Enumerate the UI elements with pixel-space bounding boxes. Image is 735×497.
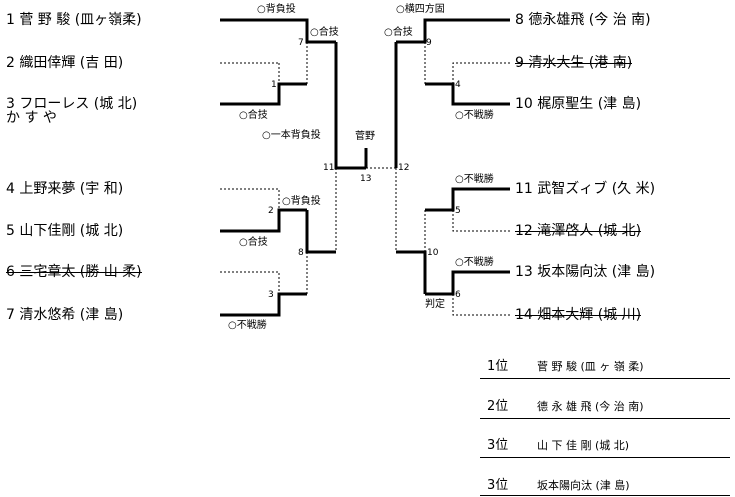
result-note: ○背負投 — [257, 4, 296, 15]
match-number: 3 — [268, 290, 274, 300]
result-note: ○横四方固 — [396, 4, 445, 15]
ranking-name: 山 下 佳 剛 (城 北) — [537, 439, 630, 452]
ranking-label: 3位 — [487, 438, 509, 453]
line-p4 — [220, 188, 280, 210]
ranking-name: 德 永 雄 飛 (今 治 南) — [537, 400, 644, 413]
result-note: ○一本背負投 — [262, 130, 321, 141]
result-note: ○合技 — [239, 110, 268, 121]
player-13: 13 坂本陽向汰 (津 島) — [515, 264, 656, 280]
ranking-underline — [480, 495, 730, 496]
match11-win — [334, 42, 366, 170]
match-number: 4 — [455, 80, 461, 90]
ranking-underline — [480, 418, 730, 419]
match-number: 8 — [298, 248, 304, 258]
match-number: 10 — [427, 248, 439, 258]
player-6: 6 三宅章太 (勝 山 柔) — [6, 264, 142, 280]
ranking-label: 2位 — [487, 399, 509, 414]
result-note: ○合技 — [310, 27, 339, 38]
player-14: 14 畑本大輝 (城 川) — [515, 307, 642, 323]
match-number: 11 — [323, 163, 335, 173]
match-number: 12 — [398, 163, 410, 173]
ranking-label: 1位 — [487, 359, 509, 374]
line-p14 — [452, 294, 510, 316]
ranking-name: 坂本陽向汰 (津 島) — [537, 479, 630, 492]
match-number: 6 — [455, 290, 461, 300]
player-1: 1 菅 野 駿 (皿ヶ嶺柔) — [6, 12, 142, 28]
line-p6 — [220, 271, 280, 294]
player-10: 10 梶原聖生 (津 島) — [515, 96, 642, 112]
ranking-underline — [480, 378, 730, 379]
line-p9 — [452, 62, 510, 84]
match9-win — [396, 18, 510, 44]
result-note: ○合技 — [239, 237, 268, 248]
ranking-3a: 3位 山 下 佳 剛 (城 北) — [487, 438, 629, 454]
match3-win — [220, 292, 307, 317]
player-5: 5 山下佳剛 (城 北) — [6, 223, 124, 239]
match-number: 7 — [298, 38, 304, 48]
player-4: 4 上野来夢 (宇 和) — [6, 181, 124, 197]
match2-win — [220, 208, 307, 233]
player-7: 7 清水悠希 (津 島) — [6, 307, 124, 323]
result-note: ○不戦勝 — [455, 174, 494, 185]
player-12: 12 滝澤啓人 (城 北) — [515, 223, 642, 239]
match-number: 13 — [360, 174, 372, 184]
result-note: ○不戦勝 — [228, 320, 267, 331]
result-note: 判定 — [425, 299, 445, 310]
winner-label: 菅野 — [355, 131, 375, 142]
match7-win — [220, 18, 336, 44]
player-3: 3 フローレス (城 北) — [6, 96, 138, 112]
player-9: 9 清水大生 (港 南) — [515, 55, 633, 71]
match6-win — [425, 270, 510, 296]
match-number: 5 — [455, 206, 461, 216]
result-note: ○不戦勝 — [455, 110, 494, 121]
ranking-1: 1位 菅 野 駿 (皿 ヶ 嶺 柔) — [487, 359, 644, 375]
ranking-underline — [480, 457, 730, 458]
result-note: ○背負投 — [282, 196, 321, 207]
match1-win — [220, 82, 307, 106]
line-p12 — [452, 210, 510, 232]
player-11: 11 武智ズィブ (久 米) — [515, 181, 656, 197]
ranking-3b: 3位 坂本陽向汰 (津 島) — [487, 478, 630, 494]
ranking-2: 2位 德 永 雄 飛 (今 治 南) — [487, 399, 644, 415]
match-number: 1 — [271, 80, 277, 90]
ranking-label: 3位 — [487, 478, 509, 493]
match4-win — [425, 82, 510, 106]
match-number: 2 — [268, 206, 274, 216]
result-note: ○合技 — [384, 27, 413, 38]
match10-win — [396, 250, 427, 294]
match8-win — [305, 210, 336, 254]
match5-win — [425, 187, 510, 212]
player-8: 8 德永雄飛 (今 治 南) — [515, 12, 651, 28]
player-3-line2: か す や — [6, 110, 57, 126]
match-number: 9 — [426, 38, 432, 48]
ranking-name: 菅 野 駿 (皿 ヶ 嶺 柔) — [537, 360, 644, 373]
player-2: 2 織田倖輝 (吉 田) — [6, 55, 124, 71]
result-note: ○不戦勝 — [455, 257, 494, 268]
